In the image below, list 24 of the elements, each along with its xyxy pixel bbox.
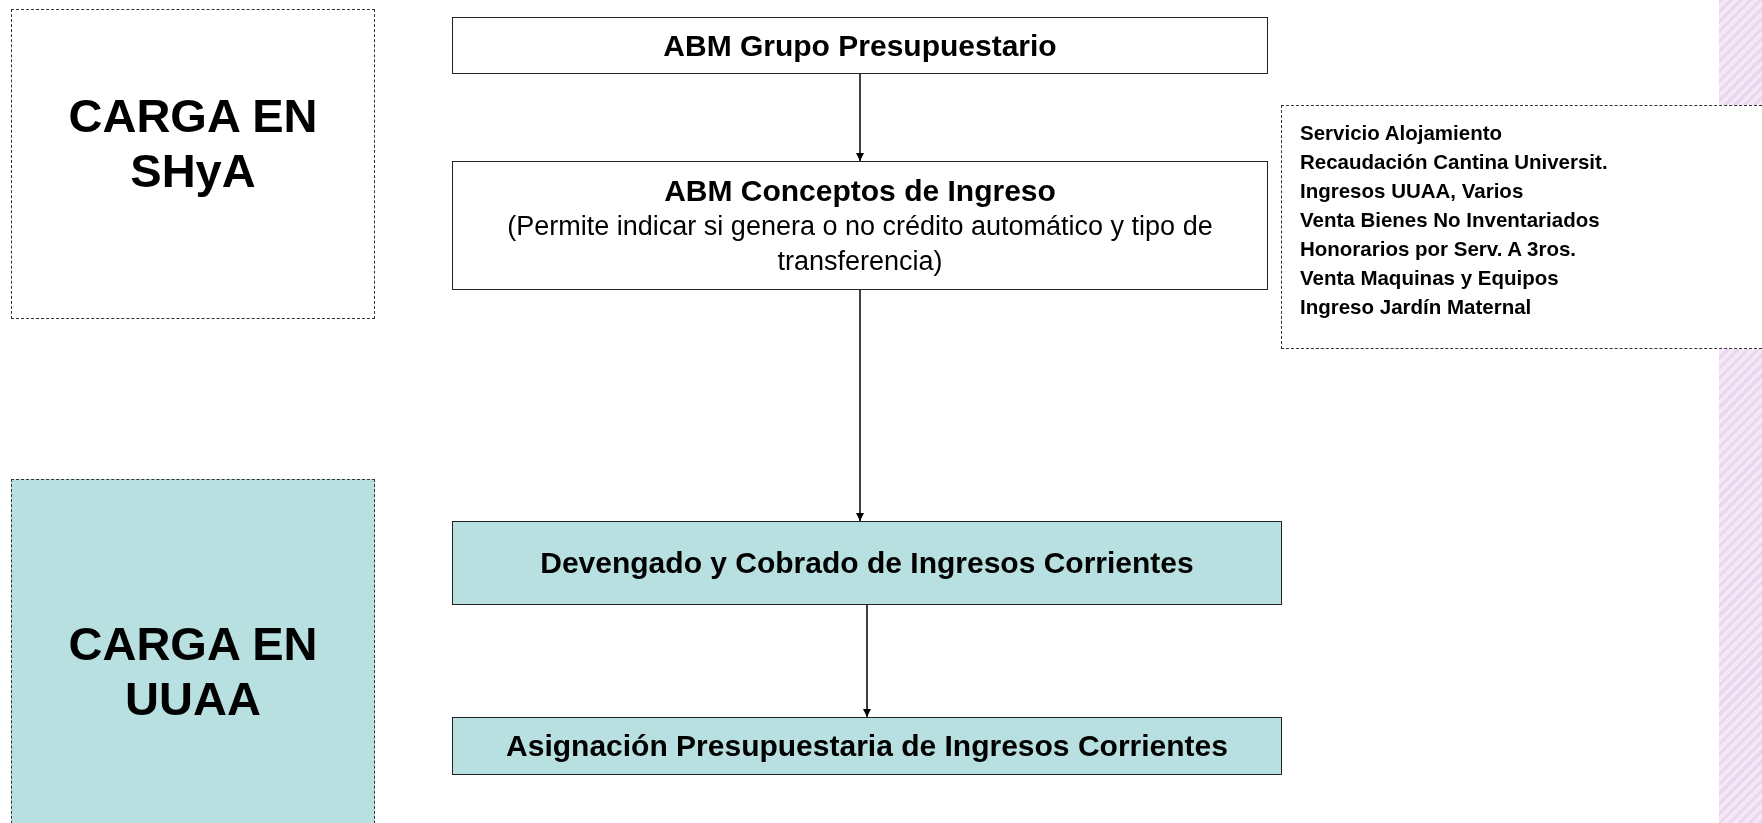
box-title: Asignación Presupuestaria de Ingresos Corrientes xyxy=(506,728,1228,765)
process-box xyxy=(452,161,1268,290)
list-item: Recaudación Cantina Universit. xyxy=(1300,149,1609,175)
box-description: (Permite indicar si genera o no crédito automático y tipo de transferencia) xyxy=(506,210,1214,279)
box-title: ABM Conceptos de Ingreso xyxy=(664,172,1056,209)
list-item: Ingresos UUAA, Varios xyxy=(1300,178,1525,204)
process-box xyxy=(452,717,1282,775)
list-item: Servicio Alojamiento xyxy=(1300,120,1504,146)
process-box xyxy=(452,17,1268,74)
arrow xyxy=(856,289,864,522)
box-title: ABM Grupo Presupuestario xyxy=(663,27,1057,64)
note-box xyxy=(1281,105,1762,349)
list-item: Ingreso Jardín Maternal xyxy=(1300,294,1533,320)
list-item: Venta Bienes No Inventariados xyxy=(1300,207,1601,233)
section-panel xyxy=(11,9,375,319)
list-item: Honorarios por Serv. A 3ros. xyxy=(1300,236,1578,262)
box-title: Devengado y Cobrado de Ingresos Corrientes xyxy=(540,545,1194,582)
section-title: CARGA EN UUAA xyxy=(67,615,319,727)
section-panel xyxy=(11,479,375,823)
section-title: CARGA EN SHyA xyxy=(67,87,319,199)
list-item: Venta Maquinas y Equipos xyxy=(1300,265,1560,291)
arrow xyxy=(856,73,864,162)
process-box xyxy=(452,521,1282,605)
arrow xyxy=(863,604,871,718)
